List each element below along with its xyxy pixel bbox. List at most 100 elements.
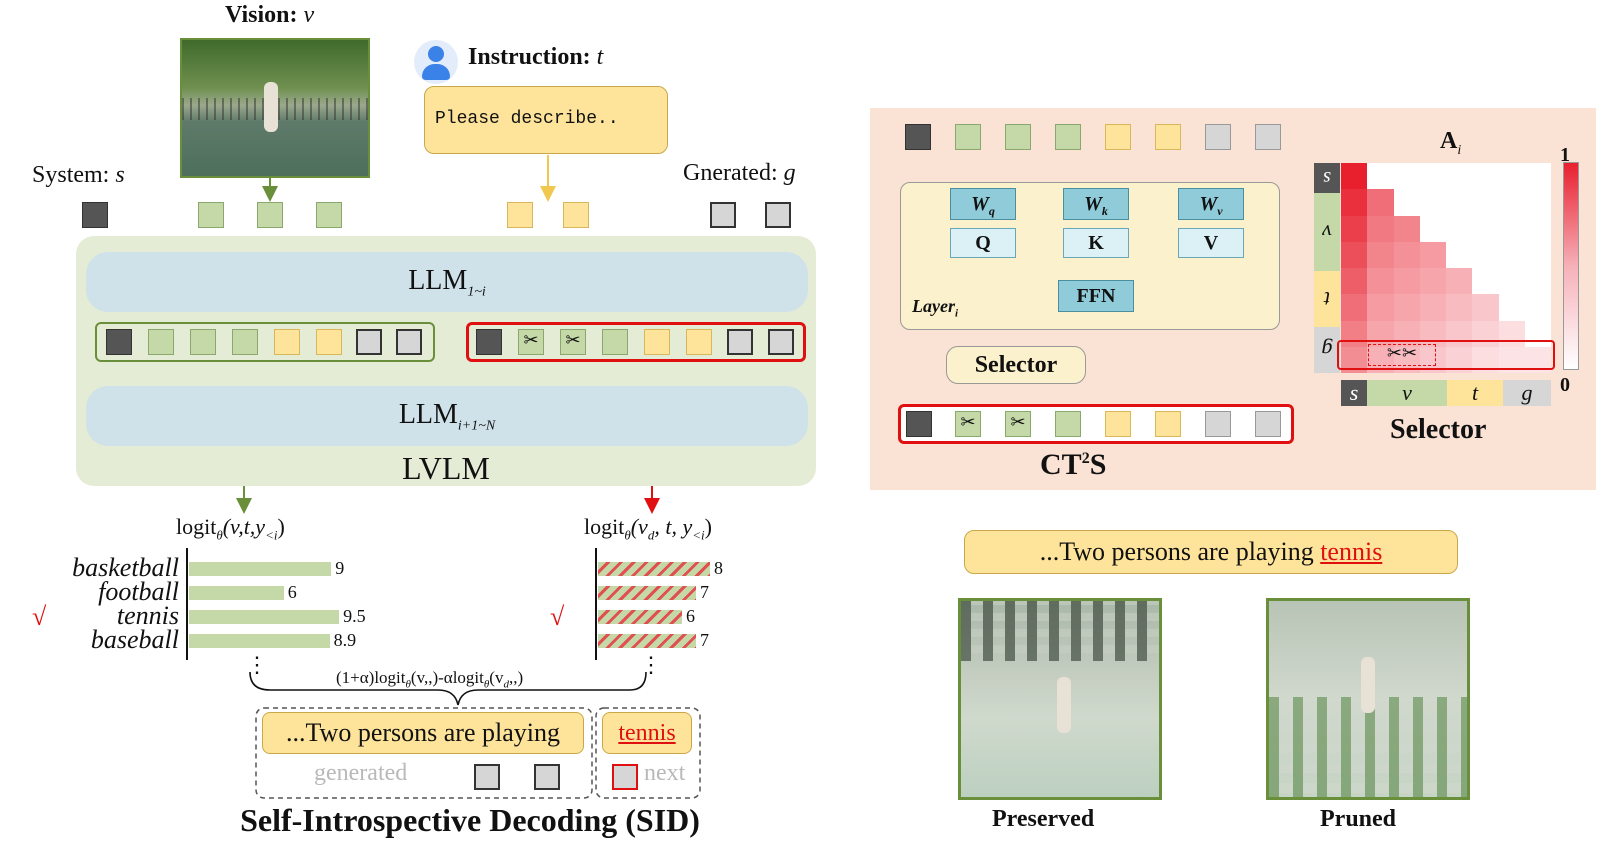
- generated-caption: generated: [314, 760, 408, 786]
- lvlm-label: LVLM: [402, 450, 490, 486]
- bar-value-label: 8: [714, 558, 723, 578]
- sid-title: Self-Introspective Decoding (SID): [240, 802, 700, 838]
- token-vision: [148, 329, 174, 355]
- token-generated: [1205, 124, 1231, 150]
- vision-image: [180, 38, 370, 178]
- attention-cell: [1341, 189, 1368, 216]
- wk-block: Wk: [1063, 188, 1129, 220]
- attention-cell: [1393, 268, 1420, 295]
- token-text: [1105, 411, 1131, 437]
- token-generated: [765, 202, 791, 228]
- preserved-image: [958, 598, 1162, 800]
- bar-value-label: 6: [686, 606, 695, 626]
- ct2s-title: CT2S: [1040, 448, 1107, 481]
- v-block: V: [1178, 228, 1244, 258]
- token-text: [507, 202, 533, 228]
- token-generated: [710, 202, 736, 228]
- token-text: [563, 202, 589, 228]
- token-group-pruned: [466, 322, 806, 362]
- token-system: [82, 202, 108, 228]
- token-generated: [534, 764, 560, 790]
- attention-cell: [1341, 268, 1368, 295]
- selected-row-highlight: [1337, 340, 1555, 370]
- ellipsis-icon: ⋮: [640, 652, 662, 677]
- next-caption: next: [644, 760, 686, 786]
- system-label: System: s: [32, 162, 125, 188]
- token-system: [905, 124, 931, 150]
- attention-cell: [1446, 294, 1473, 321]
- token-text: [274, 329, 300, 355]
- scissors-icon: ✂: [1005, 411, 1031, 437]
- attention-cell: [1341, 215, 1368, 242]
- next-word-bubble: tennis: [602, 712, 692, 754]
- attention-cell: [1419, 294, 1446, 321]
- attention-cell: [1341, 320, 1368, 347]
- attention-cell: [1472, 294, 1499, 321]
- bar-value-label: 9: [335, 558, 345, 578]
- ellipsis-icon: ⋮: [246, 652, 268, 677]
- q-block: Q: [950, 228, 1016, 258]
- token-system: [906, 411, 932, 437]
- token-generated: [768, 329, 794, 355]
- logit-original-label: logitθ(v,t,y<i): [176, 514, 285, 543]
- token-vision: [232, 329, 258, 355]
- attention-title: Ai: [1440, 128, 1462, 158]
- bar-category-label: basketball: [72, 553, 179, 582]
- attention-cell: [1367, 294, 1394, 321]
- selector-caption: Selector: [1390, 414, 1487, 445]
- check-mark-icon: √: [550, 602, 565, 631]
- token-vision: [1005, 124, 1031, 150]
- color-scale-bar: [1563, 162, 1579, 370]
- attention-cell: [1393, 294, 1420, 321]
- layer-label: Layeri: [912, 296, 959, 320]
- token-generated: [727, 329, 753, 355]
- token-vision: [1055, 124, 1081, 150]
- attention-cell: [1341, 163, 1368, 190]
- token-vision: [955, 124, 981, 150]
- bar: [189, 634, 330, 648]
- attention-cell: [1367, 189, 1394, 216]
- pruned-caption: Pruned: [1320, 806, 1397, 832]
- user-avatar-icon: [414, 40, 458, 84]
- token-vision: [257, 202, 283, 228]
- attention-cell: [1367, 241, 1394, 268]
- attention-cell: [1419, 320, 1446, 347]
- scissors-icon: ✂: [955, 411, 981, 437]
- token-generated: [396, 329, 422, 355]
- attention-matrix: [1341, 163, 1551, 373]
- token-text: [1105, 124, 1131, 150]
- bar: [189, 586, 284, 600]
- k-block: K: [1063, 228, 1129, 258]
- preserved-caption: Preserved: [992, 806, 1095, 832]
- bar: [189, 610, 340, 624]
- result-sentence-bubble: ...Two persons are playing tennis: [964, 530, 1458, 574]
- llm-top-block: LLM1~i: [86, 252, 808, 312]
- token-generated: [1205, 411, 1231, 437]
- scissors-icon: ✂✂: [1368, 344, 1436, 366]
- ffn-block: FFN: [1058, 280, 1134, 312]
- bar-value-label: 7: [700, 630, 709, 650]
- attention-cell: [1367, 268, 1394, 295]
- bar: [598, 634, 696, 648]
- token-generated: [1255, 124, 1281, 150]
- bar-value-label: 9.5: [343, 606, 366, 626]
- attention-cell: [1341, 241, 1368, 268]
- attention-cell: [1498, 320, 1525, 347]
- attention-cell: [1419, 241, 1446, 268]
- llm-bottom-block: LLMi+1~N: [86, 386, 808, 446]
- attention-cell: [1446, 320, 1473, 347]
- attention-cell: [1367, 320, 1394, 347]
- token-vision: [602, 329, 628, 355]
- instruction-label: Instruction: t: [468, 44, 604, 70]
- bar-category-label: football: [98, 577, 179, 606]
- generated-sentence-bubble: ...Two persons are playing: [262, 712, 584, 754]
- attention-row-labels: s v t g: [1314, 163, 1340, 373]
- wq-block: Wq: [950, 188, 1016, 220]
- bar: [189, 562, 332, 576]
- token-vision: [190, 329, 216, 355]
- token-system: [476, 329, 502, 355]
- bar: [598, 586, 696, 600]
- bar-category-label: tennis: [116, 601, 179, 630]
- token-generated: [474, 764, 500, 790]
- bar-category-label: baseball: [90, 625, 179, 654]
